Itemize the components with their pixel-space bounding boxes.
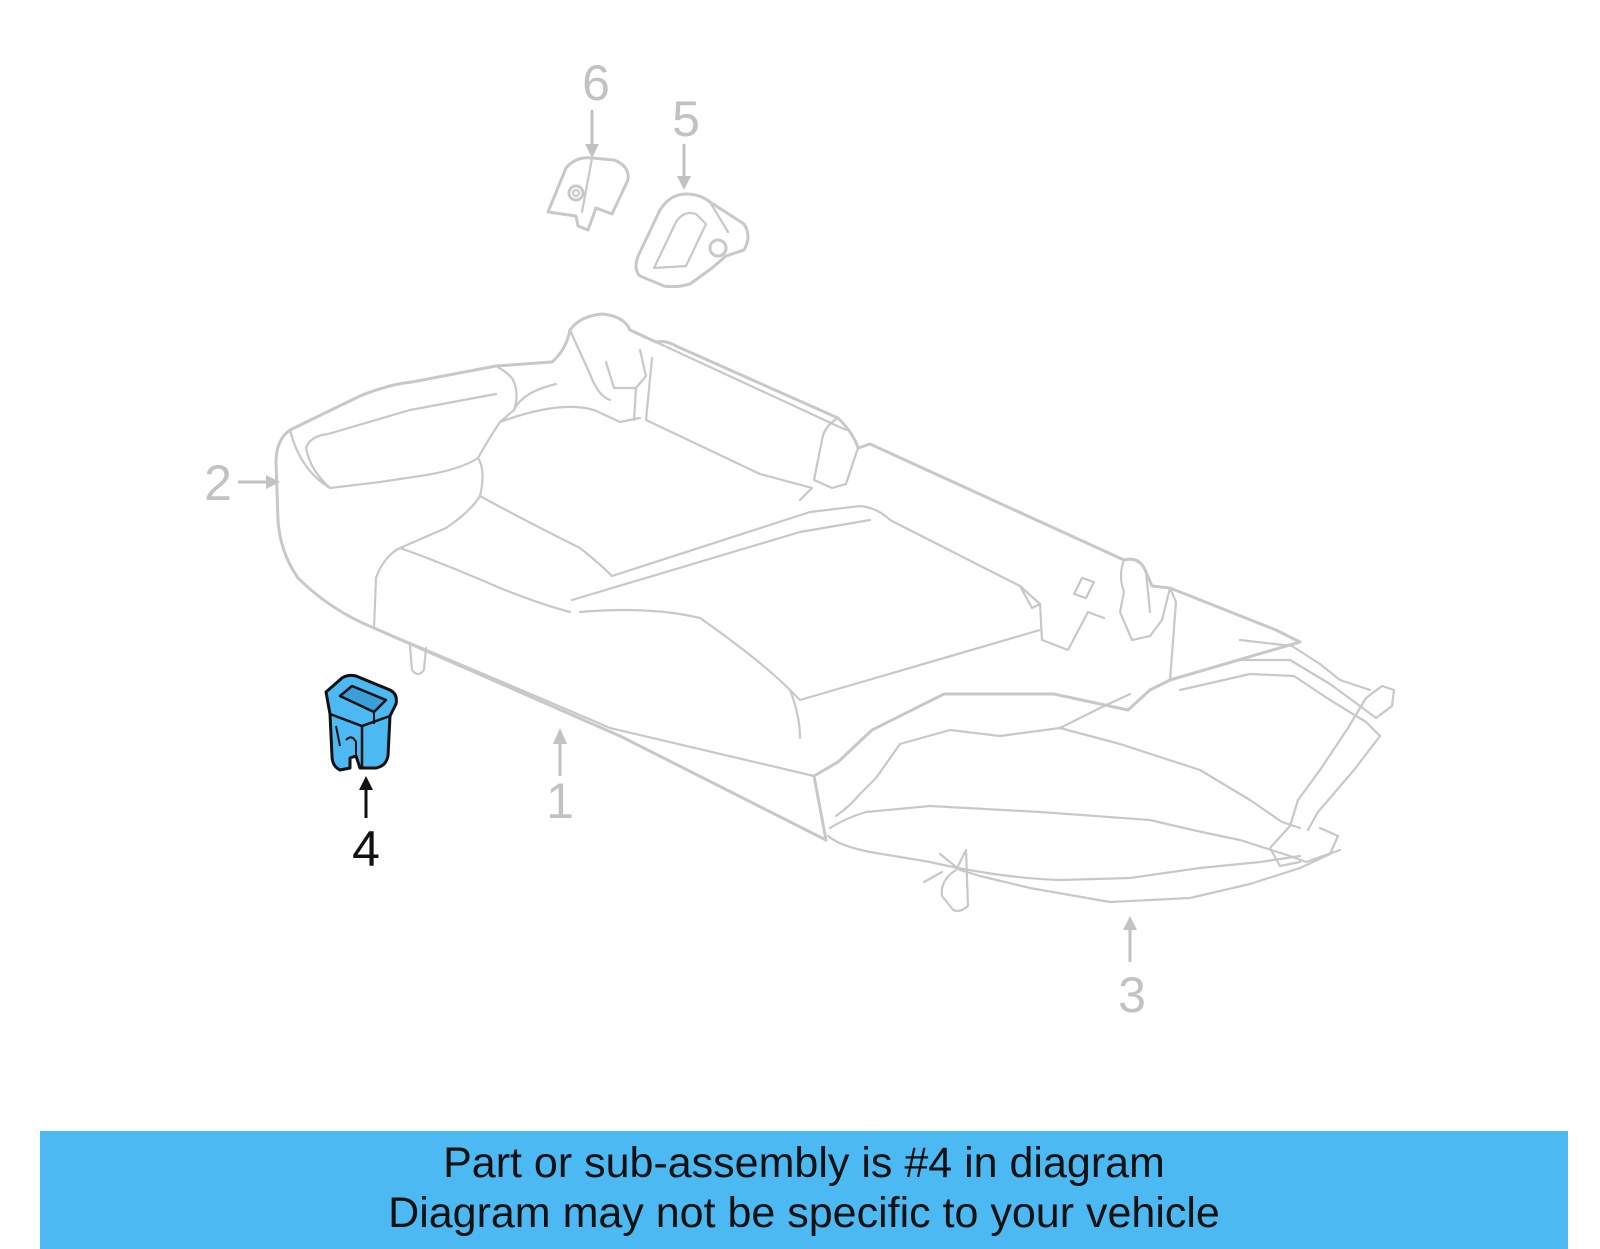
part-2-seat-cushion — [274, 312, 1302, 842]
callout-1: 1 — [546, 773, 574, 829]
info-banner: Part or sub-assembly is #4 in diagram Di… — [40, 1131, 1568, 1249]
part-3-seat-frame — [826, 638, 1396, 913]
part-6-bracket — [546, 156, 630, 232]
part-5-cover — [634, 192, 750, 289]
banner-line-disclaimer: Diagram may not be specific to your vehi… — [388, 1189, 1220, 1237]
callout-5: 5 — [672, 91, 700, 147]
callout-6: 6 — [582, 55, 610, 111]
callout-4: 4 — [352, 821, 380, 877]
callout-2: 2 — [204, 455, 232, 511]
callout-3: 3 — [1118, 967, 1146, 1023]
banner-line-part-number: Part or sub-assembly is #4 in diagram — [443, 1139, 1165, 1187]
part-4-clip-highlighted — [324, 673, 398, 772]
parts-diagram: 6 5 2 1 3 4 — [204, 55, 1396, 1023]
